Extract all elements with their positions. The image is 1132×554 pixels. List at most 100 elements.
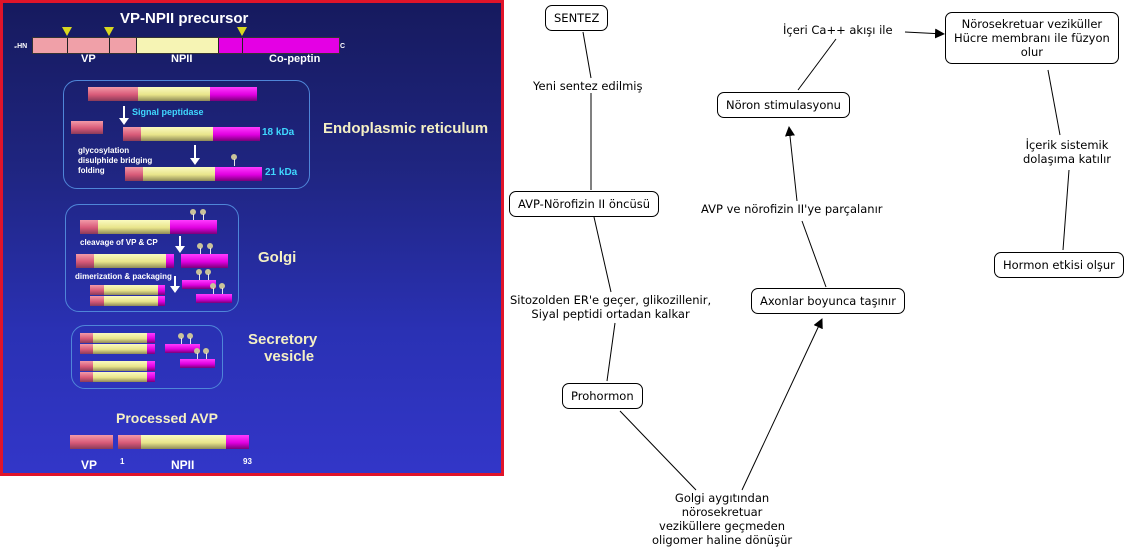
protein-bar (125, 167, 262, 181)
golgi-step-line3: veziküllere geçmeden (659, 519, 786, 533)
copeptin-label: Co-peptin (269, 53, 321, 65)
copeptin-fragment (182, 280, 216, 289)
link-label-newly-synthesized: Yeni sentez edilmiş (533, 79, 643, 93)
link-label-er-step: Sitozolden ER'e geçer, glikozillenir, Si… (510, 293, 712, 321)
glycan-icon (206, 243, 214, 255)
fusion-line1: Nörosekretuar veziküller (961, 17, 1103, 31)
down-arrow-icon (190, 145, 200, 165)
node-hormone-effect[interactable]: Hormon etkisi olşur (994, 252, 1124, 278)
dimer-bar (90, 285, 165, 295)
golgi-step-line4: oligomer haline dönüşür (652, 533, 793, 547)
processed-avp-title: Processed AVP (116, 410, 218, 426)
fusion-line2: Hücre membranı ile füzyon (954, 31, 1110, 45)
signal-peptide-fragment (71, 121, 103, 134)
precursor-bar (32, 37, 340, 54)
node-vesicle-fusion[interactable]: Nörosekretuar veziküller Hücre membranı … (945, 12, 1119, 64)
dimer-bar (80, 361, 155, 371)
residue-end: 93 (243, 457, 252, 466)
protein-bar (76, 254, 174, 268)
link-label-cleaved: AVP ve nörofizin II'ye parçalanır (701, 202, 883, 216)
segment-divider (218, 38, 219, 53)
golgi-step-line2: nörosekretuar (681, 505, 763, 519)
connector-line (797, 38, 837, 91)
dimer-bar (90, 296, 165, 306)
avp-processing-figure: VP-NPII precursor ₂HN C VP NPII Co-pepti… (0, 0, 504, 476)
node-axon-transport[interactable]: Axonlar boyunca taşınır (751, 288, 905, 314)
glycan-icon (199, 209, 207, 221)
golgi-step-line1: Golgi aygıtından (674, 491, 770, 505)
copeptin-segment (219, 38, 339, 53)
glycan-icon (204, 269, 212, 281)
c-terminus-label: C (340, 43, 346, 50)
connector-arrow (904, 28, 945, 39)
processed-vp-label: VP (81, 458, 98, 472)
er-step-line2: Siyal peptidi ortadan kalkar (531, 307, 690, 321)
protein-bar (123, 127, 260, 141)
connector-line (801, 220, 827, 288)
cleavage-marker-icon (62, 27, 72, 36)
cleavage-line (67, 38, 68, 53)
protein-bar (88, 87, 257, 101)
glycan-icon (193, 348, 201, 360)
link-label-systemic: İçerik sistemik dolaşıma katılır (1023, 138, 1111, 166)
vesicle-title: Secretory vesicle (248, 331, 317, 365)
dimer-bar (80, 344, 155, 354)
signal-peptidase-label: Signal peptidase (132, 107, 204, 117)
connector-arrow (784, 126, 798, 202)
vesicle-title-line1: Secretory (248, 331, 318, 348)
dimer-bar (80, 333, 155, 343)
golgi-step-cleavage: cleavage of VP & CP (80, 238, 158, 247)
npii-bar (118, 435, 249, 449)
connector-line (1062, 169, 1070, 251)
connector-line (606, 322, 616, 382)
npii-label: NPII (171, 53, 193, 65)
link-label-calcium: İçeri Ca++ akışı ile (783, 23, 893, 37)
node-prohormon[interactable]: Prohormon (562, 383, 643, 409)
down-arrow-icon (119, 106, 129, 125)
mass-21kda: 21 kDa (265, 167, 298, 178)
copeptin-fragment (165, 344, 200, 353)
connector-line (1047, 69, 1061, 136)
glycan-icon (230, 154, 238, 166)
er-title: Endoplasmic reticulum (323, 120, 489, 137)
fusion-line3: olur (1020, 45, 1044, 59)
precursor-title: VP-NPII precursor (120, 10, 249, 27)
cleavage-marker-icon (237, 27, 247, 36)
glycan-icon (202, 348, 210, 360)
vesicle-box (71, 325, 223, 389)
step-disulphide: disulphide bridging (78, 156, 153, 165)
npii-segment (137, 38, 219, 53)
down-arrow-icon (170, 276, 180, 293)
node-neuron-stimulation[interactable]: Nöron stimulasyonu (717, 92, 850, 118)
connector-line (593, 216, 612, 293)
link-label-golgi-step: Golgi aygıtından nörosekretuar vezikülle… (652, 491, 793, 547)
dimer-bar (80, 372, 155, 382)
systemic-line2: dolaşıma katılır (1023, 152, 1111, 166)
residue-start: 1 (120, 457, 125, 466)
node-sentez[interactable]: SENTEZ (545, 5, 609, 31)
processed-npii-label: NPII (171, 458, 195, 472)
golgi-title: Golgi (258, 249, 297, 266)
golgi-box (65, 204, 239, 312)
er-steps: glycosylation disulphide bridging foldin… (78, 146, 152, 176)
copeptin-fragment (181, 254, 228, 268)
vesicle-title-line2: vesicle (264, 348, 315, 365)
down-arrow-icon (175, 236, 185, 253)
golgi-step-dimerization: dimerization & packaging (75, 272, 172, 281)
er-step-line1: Sitozolden ER'e geçer, glikozillenir, (510, 293, 712, 307)
glycan-icon (196, 243, 204, 255)
copeptin-fragment (196, 294, 232, 303)
glycan-icon (209, 283, 217, 295)
glycan-icon (195, 269, 203, 281)
n-terminus-label: ₂HN (14, 43, 28, 50)
glycan-icon (218, 283, 226, 295)
glycan-icon (177, 333, 185, 345)
connector-line (619, 410, 697, 491)
node-avp-precursor[interactable]: AVP-Nörofizin II öncüsü (509, 191, 660, 217)
cleavage-marker-icon (104, 27, 114, 36)
step-glycosylation: glycosylation (78, 146, 130, 155)
vp-bar (70, 435, 113, 449)
step-folding: folding (78, 166, 105, 175)
glycan-icon (189, 209, 197, 221)
cleavage-line (242, 38, 243, 53)
